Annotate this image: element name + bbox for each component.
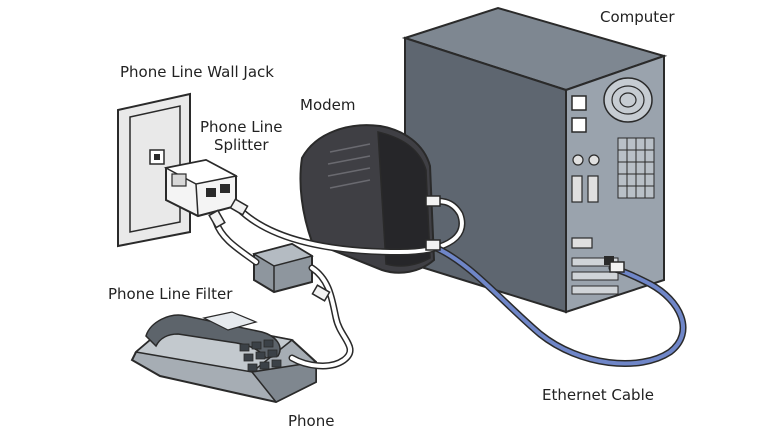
splitter-to-filter-cable (212, 218, 260, 266)
filter-label: Phone Line Filter (108, 285, 233, 303)
modem-label: Modem (300, 96, 356, 114)
telephone-keypad (239, 339, 282, 372)
computer-io-ports (571, 154, 619, 295)
wall-jack-plate (117, 92, 191, 248)
telephone (130, 311, 317, 404)
splitter-label: Phone Line Splitter (200, 118, 283, 154)
computer-tower (401, 6, 668, 314)
phone-label: Phone (288, 412, 335, 430)
computer-vent-grid (617, 137, 655, 199)
wall-jack-label: Phone Line Wall Jack (120, 63, 274, 81)
modem (299, 124, 436, 274)
cable-connectors (208, 195, 625, 302)
splitter-label-line-1: Phone Line (200, 118, 283, 136)
phone-line-splitter (163, 158, 239, 218)
computer-label: Computer (600, 8, 675, 26)
splitter-label-line-2: Splitter (213, 136, 269, 154)
computer-fan-grille (603, 77, 653, 123)
ethernet-cable (428, 242, 687, 368)
ethernet-label: Ethernet Cable (542, 386, 654, 404)
filter-to-phone-cable (288, 264, 354, 370)
phone-line-filter (252, 242, 314, 294)
